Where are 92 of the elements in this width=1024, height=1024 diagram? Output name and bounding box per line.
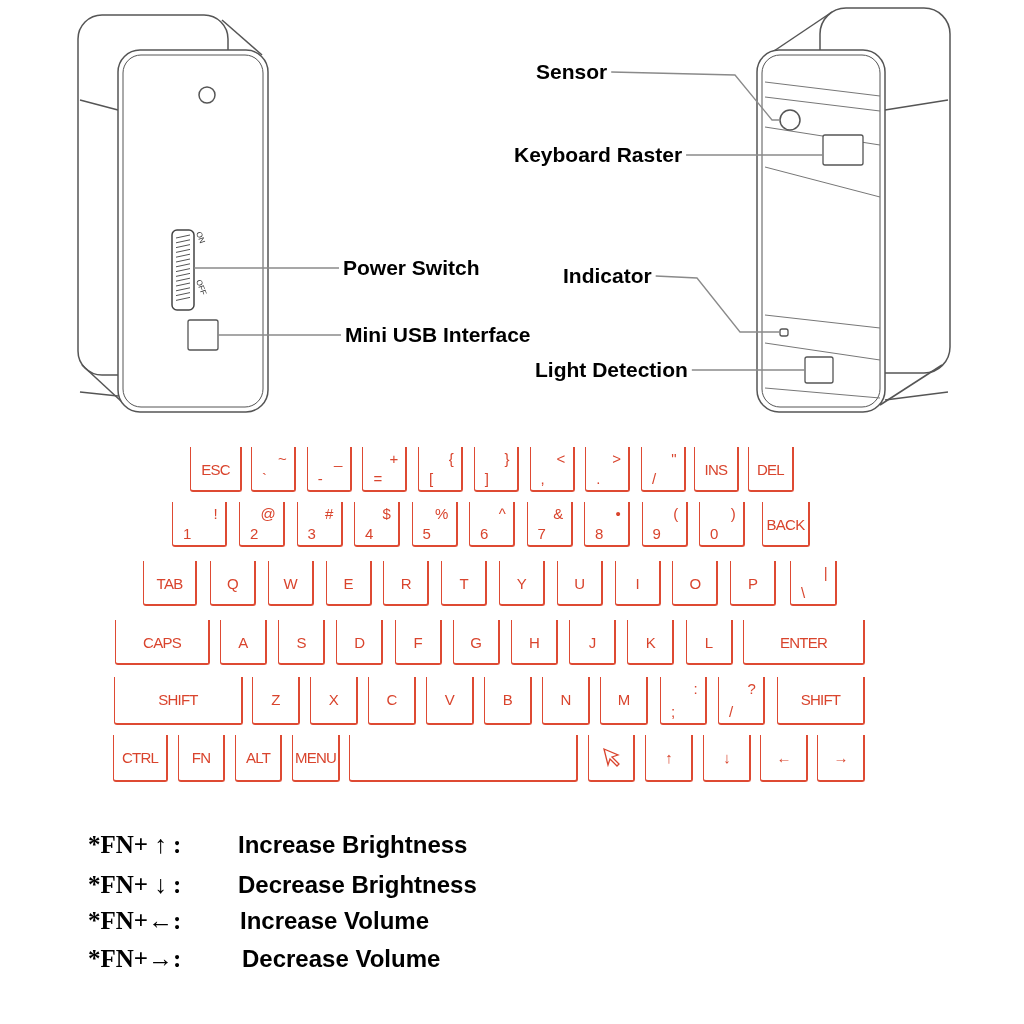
cursor-key (588, 735, 635, 782)
key: SHIFT (777, 677, 865, 725)
key: S (278, 620, 326, 665)
key: : ; (660, 677, 707, 725)
key: BACK (762, 502, 810, 547)
key: ↑ (645, 735, 693, 782)
slide-switch (171, 229, 195, 311)
key: W (267, 561, 314, 606)
key: K (627, 620, 675, 665)
key: FN (178, 735, 225, 782)
indicator-light (779, 328, 789, 337)
shortcut-keys: *FN+ ↑ : (88, 830, 182, 860)
key: } ] (473, 447, 519, 492)
key: U (556, 561, 603, 606)
leader-line (193, 267, 340, 269)
key: " / (640, 447, 686, 492)
key: ENTER (743, 620, 865, 665)
key: _ - (306, 447, 352, 492)
key: H (511, 620, 558, 665)
key: Y (499, 561, 545, 606)
key: J (569, 620, 617, 665)
key: | \ (790, 561, 837, 606)
shortcut-description: Increase Brightness (238, 830, 468, 860)
key: TAB (143, 561, 197, 606)
raster-window (822, 134, 864, 166)
key: N (542, 677, 590, 725)
key: ~ ` (251, 447, 296, 492)
key: • 8 (584, 502, 630, 547)
key: → (817, 735, 865, 782)
key: D (336, 620, 384, 665)
key: { [ (418, 447, 464, 492)
key: INS (694, 447, 739, 492)
key: A (220, 620, 267, 665)
key: ) 0 (699, 502, 745, 547)
callout-label: Sensor (536, 59, 608, 85)
key: L (685, 620, 733, 665)
key: E (325, 561, 372, 606)
callout-label: Power Switch (343, 255, 480, 281)
key: % 5 (411, 502, 458, 547)
key: C (368, 677, 416, 725)
key: DEL (748, 447, 794, 492)
key: ← (760, 735, 808, 782)
key: Z (252, 677, 300, 725)
key: ! 1 (172, 502, 227, 547)
callout-label: Mini USB Interface (345, 322, 531, 348)
key: < , (529, 447, 575, 492)
shortcut-keys: *FN+ ↓ : (88, 870, 182, 900)
leader-line (610, 71, 781, 121)
key: ALT (235, 735, 282, 782)
callout-label: Indicator (563, 263, 652, 289)
key: @ 2 (239, 502, 285, 547)
key: + = (362, 447, 408, 492)
key: F (394, 620, 442, 665)
key: > . (585, 447, 631, 492)
key: B (484, 677, 532, 725)
callout-label: Light Detection (535, 357, 688, 383)
shortcut-description: Decrease Volume (242, 944, 441, 974)
leader-line (685, 154, 824, 156)
shortcut-keys: *FN+→: (88, 944, 182, 974)
key: ↓ (703, 735, 751, 782)
key: CTRL (113, 735, 168, 782)
shortcut-description: Increase Volume (240, 906, 429, 936)
shortcut-keys: *FN+←: (88, 906, 182, 936)
space-key (349, 735, 578, 782)
key: CAPS (115, 620, 210, 665)
key: X (310, 677, 358, 725)
key: SHIFT (114, 677, 243, 725)
port-opening (187, 319, 219, 351)
key: $ 4 (354, 502, 400, 547)
key: & 7 (526, 502, 573, 547)
key: ESC (190, 447, 242, 492)
leader-line (217, 334, 342, 336)
key: ^ 6 (469, 502, 515, 547)
key: R (383, 561, 430, 606)
key: I (614, 561, 661, 606)
key: ( 9 (641, 502, 688, 547)
key: G (452, 620, 500, 665)
key: # 3 (296, 502, 343, 547)
key: P (730, 561, 777, 606)
key: O (672, 561, 719, 606)
key: M (600, 677, 648, 725)
key: MENU (292, 735, 340, 782)
leader-line (655, 275, 781, 333)
leader-line (691, 369, 806, 371)
key: Q (210, 561, 256, 606)
key: V (426, 677, 474, 725)
sensor-lens (779, 109, 801, 131)
key: ? / (718, 677, 765, 725)
detection-window (804, 356, 834, 384)
shortcut-description: Decrease Brightness (238, 870, 477, 900)
callout-label: Keyboard Raster (514, 142, 683, 168)
key: T (441, 561, 488, 606)
